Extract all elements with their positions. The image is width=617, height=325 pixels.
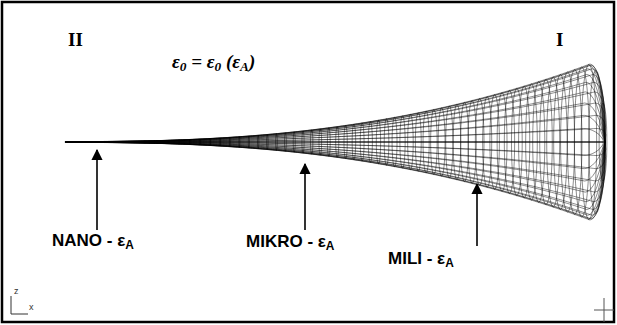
scale-label: MILI - εA xyxy=(388,250,454,269)
horn-mesh xyxy=(65,64,607,220)
frame xyxy=(2,2,614,322)
leader-arrow xyxy=(304,164,306,230)
leader-arrow xyxy=(96,150,98,230)
region-number: I xyxy=(556,30,563,51)
scale-label: MIKRO - εA xyxy=(246,233,334,252)
crosshair-symbol xyxy=(594,298,614,322)
region-number: II xyxy=(68,30,83,51)
axis-label: x xyxy=(29,303,34,313)
scale-label: NANO - εA xyxy=(52,232,134,251)
formula-label: ε0 = ε0 (εA) xyxy=(172,52,255,73)
axis-label: z xyxy=(14,287,19,297)
leader-arrow xyxy=(476,184,478,246)
axis-icon xyxy=(11,296,28,314)
